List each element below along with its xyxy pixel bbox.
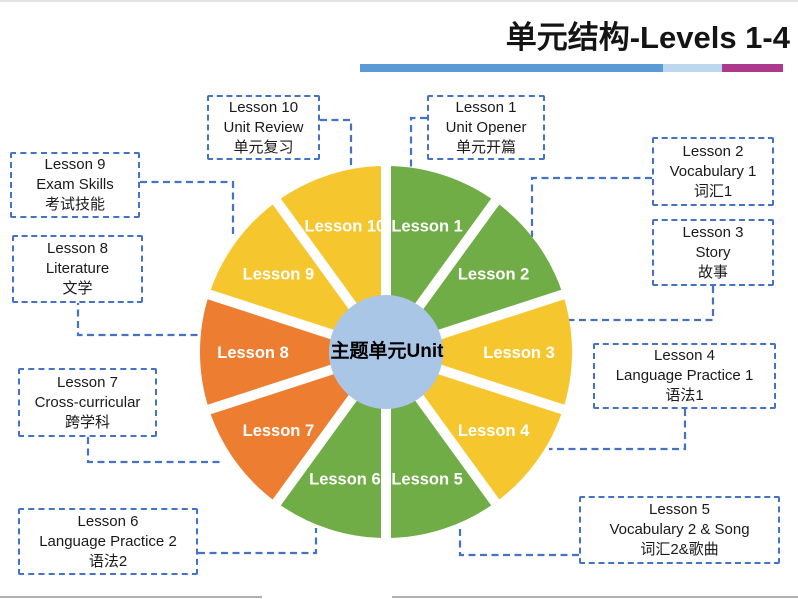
callout-line: 语法2 <box>88 552 128 570</box>
callout-line: Vocabulary 2 & Song <box>609 521 750 538</box>
wedge-label-lesson-2: Lesson 2 <box>458 266 530 284</box>
callout-line: Lesson 1 <box>455 98 517 116</box>
title-underline-bar <box>360 64 783 72</box>
callout-line: Unit Opener <box>445 118 527 136</box>
callout-line: 语法1 <box>665 387 704 404</box>
callout-lesson-7: Lesson 7 Cross-curricular 跨学科 <box>18 368 157 437</box>
callout-line: 故事 <box>697 263 728 281</box>
title-bar-segment-lightblue <box>663 64 722 72</box>
callout-line: 文学 <box>62 280 93 297</box>
callout-line: Unit Review <box>223 118 304 136</box>
lesson-wheel: Lesson 1 Lesson 2 Lesson 3 Lesson 4 Lesson 5… <box>199 166 573 538</box>
callout-line: Exam Skills <box>36 176 114 193</box>
wedge-label-lesson-4: Lesson 4 <box>458 422 530 440</box>
wheel-hub-label: 主题单元Unit <box>330 341 444 362</box>
callout-lesson-10: Lesson 10 Unit Review 单元复习 <box>207 95 320 160</box>
callout-line: 词汇2&歌曲 <box>640 541 719 558</box>
wedge-label-lesson-1: Lesson 1 <box>391 217 463 235</box>
wedge-lesson-9 <box>209 201 386 352</box>
wheel-hub-circle <box>329 295 443 409</box>
wedge-label-lesson-3: Lesson 3 <box>483 344 555 362</box>
callout-line: Lesson 7 <box>57 373 118 391</box>
callout-line: Language Practice 1 <box>615 367 754 384</box>
wedge-label-lesson-10: Lesson 10 <box>305 217 386 235</box>
title-bar-segment-magenta <box>722 64 783 72</box>
wedge-lesson-8 <box>199 294 386 410</box>
callout-line: Lesson 3 <box>682 223 744 241</box>
callout-lesson-2: Lesson 2 Vocabulary 1 词汇1 <box>652 137 774 206</box>
connector-lesson-4 <box>549 409 687 451</box>
connector-lesson-10 <box>320 118 353 168</box>
callout-line: 词汇1 <box>693 182 733 200</box>
wedge-label-lesson-9: Lesson 9 <box>243 266 315 284</box>
callout-line: Language Practice 2 <box>39 532 177 550</box>
callout-line: Lesson 6 <box>77 512 139 530</box>
callout-lesson-5: Lesson 5 Vocabulary 2 & Song 词汇2&歌曲 <box>579 496 780 564</box>
callout-line: Lesson 4 <box>654 347 715 364</box>
wedge-label-lesson-6: Lesson 6 <box>309 470 381 488</box>
top-divider <box>0 0 798 2</box>
wedge-lesson-2 <box>386 201 563 352</box>
connector-lesson-6 <box>198 528 318 555</box>
callout-lesson-9: Lesson 9 Exam Skills 考试技能 <box>10 152 140 218</box>
callout-line: 单元开篇 <box>455 138 516 156</box>
bottom-divider-right <box>392 596 798 598</box>
callout-line: Lesson 9 <box>44 156 106 173</box>
connector-lesson-1 <box>409 116 427 170</box>
title-bar-segment-blue <box>360 64 663 72</box>
callout-line: 跨学科 <box>64 413 110 431</box>
callout-lesson-3: Lesson 3 Story 故事 <box>652 219 774 286</box>
callout-line: Literature <box>45 260 110 277</box>
connector-lesson-5 <box>458 528 579 557</box>
wedge-lesson-4 <box>386 352 563 503</box>
wedge-lesson-3 <box>386 294 573 410</box>
connector-lesson-8 <box>76 298 198 337</box>
callout-line: Story <box>695 243 731 261</box>
callout-line: Lesson 8 <box>47 240 108 257</box>
wedge-label-lesson-7: Lesson 7 <box>243 422 315 440</box>
callout-line: Cross-curricular <box>34 393 141 411</box>
callout-line: 考试技能 <box>44 196 105 213</box>
wedge-label-lesson-8: Lesson 8 <box>217 344 289 362</box>
callout-line: 单元复习 <box>233 138 294 156</box>
wedge-label-lesson-5: Lesson 5 <box>391 470 463 488</box>
connector-lesson-3 <box>569 286 715 322</box>
callout-lesson-6: Lesson 6 Language Practice 2 语法2 <box>18 508 198 575</box>
callout-line: Vocabulary 1 <box>669 162 757 180</box>
callout-lesson-4: Lesson 4 Language Practice 1 语法1 <box>593 343 776 409</box>
callout-line: Lesson 5 <box>649 501 710 518</box>
callout-lesson-8: Lesson 8 Literature 文学 <box>12 235 143 303</box>
connector-lesson-9 <box>140 180 235 237</box>
connector-lesson-7 <box>86 437 224 464</box>
connector-lesson-2 <box>530 176 652 237</box>
wedge-lesson-7 <box>209 352 386 503</box>
page-title: 单元结构-Levels 1-4 <box>505 20 790 55</box>
callout-line: Lesson 2 <box>682 142 744 160</box>
callout-lesson-1: Lesson 1 Unit Opener 单元开篇 <box>427 95 545 160</box>
bottom-divider-left <box>0 596 262 598</box>
callout-line: Lesson 10 <box>228 98 299 116</box>
